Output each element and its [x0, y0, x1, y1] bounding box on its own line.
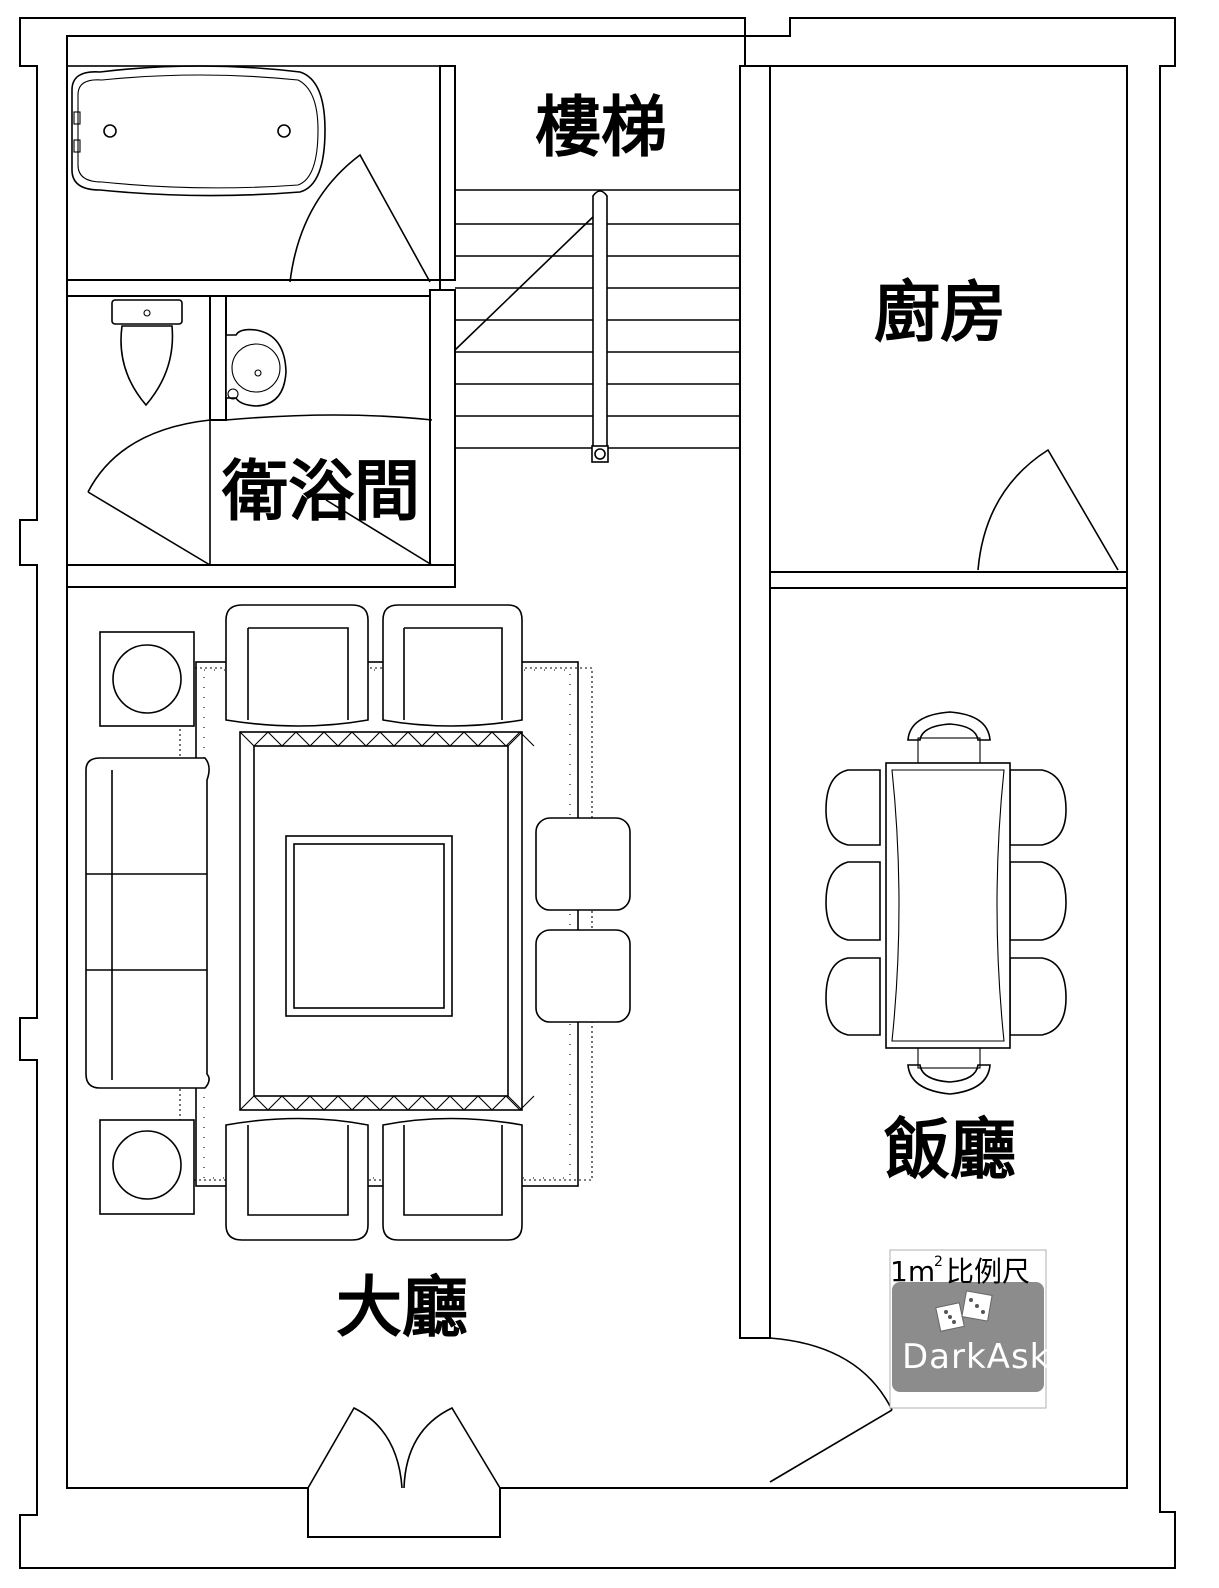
label-living: 大廳: [336, 1269, 468, 1346]
dining-table-icon: [825, 711, 1067, 1095]
label-dining: 飯廳: [884, 1111, 1016, 1188]
scale-label: 比例尺: [946, 1255, 1030, 1288]
kitchen-door: [977, 448, 1119, 571]
room-labels: 樓梯 廚房 衛浴間 飯廳 大廳: [221, 89, 1016, 1346]
toilet-icon: [111, 299, 183, 407]
scale-superscript: 2: [934, 1254, 943, 1270]
dice-icon: [935, 1290, 993, 1332]
interior-walls: [66, 65, 1128, 1339]
bathroom-doors: [87, 153, 433, 566]
entry-doors: [307, 1337, 893, 1489]
label-kitchen: 廚房: [874, 274, 1006, 351]
staircase: [454, 189, 740, 463]
sink-icon: [225, 328, 287, 407]
scale-unit: 1m: [890, 1255, 935, 1288]
label-stairs: 樓梯: [535, 89, 667, 166]
bathtub-icon: [66, 65, 441, 281]
scale-badge: 1m 2 比例尺 DarkAsk: [889, 1249, 1050, 1409]
scale-logo: DarkAsk: [902, 1337, 1050, 1377]
living-room-furniture: [85, 604, 631, 1241]
label-bathroom: 衛浴間: [221, 453, 420, 530]
